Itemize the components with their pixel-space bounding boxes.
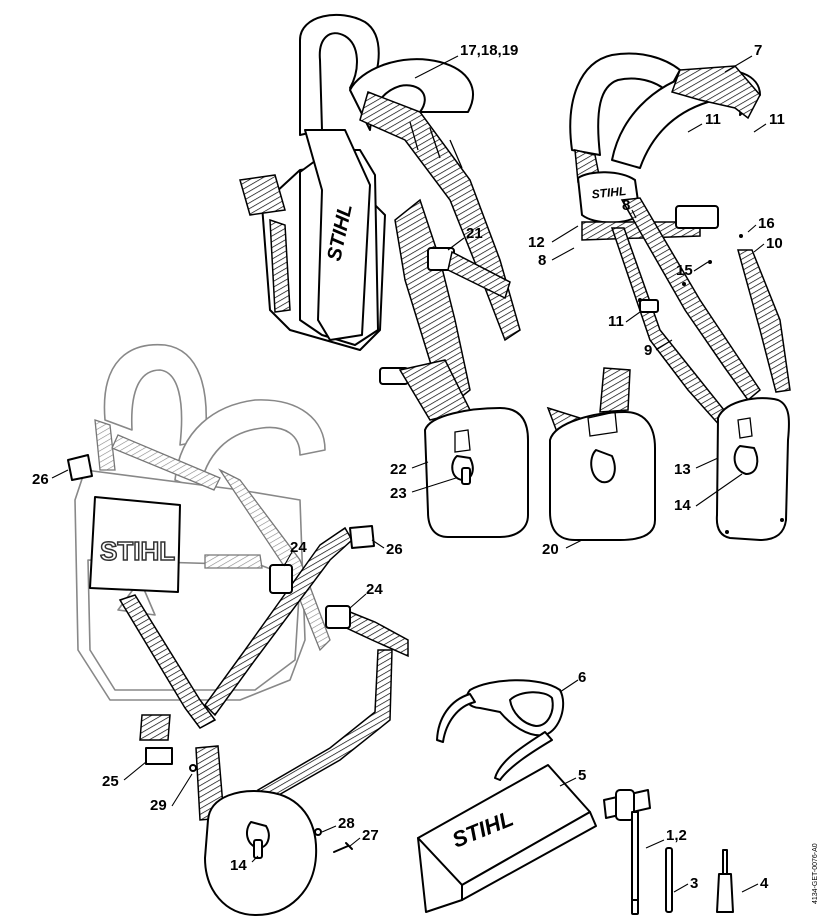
document-id: 4134-GET-0076-A0 [812,842,826,918]
callout-11: 11 [769,111,785,128]
callout-13: 13 [674,461,691,478]
callout-28: 28 [338,815,355,832]
hip-plate-20 [546,367,656,541]
callout-21: 21 [466,225,483,242]
callout-8: 8 [538,252,546,269]
safety-glasses-6 [436,679,565,781]
callout-16: 16 [758,215,775,232]
callout-26: 26 [386,541,403,558]
harness-24: STIHL [67,343,409,916]
callout-5: 5 [578,767,586,784]
callout-labels: 17,18,19 7 11 11 8 16 21 12 10 8 15 11 9… [32,42,785,892]
harness-17-18-19: STIHL [239,13,521,412]
callout-4: 4 [760,875,769,892]
callout-17-18-19: 17,18,19 [460,42,518,59]
callout-26: 26 [32,471,49,488]
stihl-logo: STIHL [591,184,627,202]
combination-wrench-1-2 [603,789,734,915]
callout-15: 15 [676,262,693,279]
callout-9: 9 [644,342,652,359]
stihl-logo: STIHL [100,536,175,566]
callout-22: 22 [390,461,407,478]
callout-11: 11 [608,313,624,330]
tool-pouch-5: STIHL [417,764,597,913]
callout-6: 6 [578,669,586,686]
leader-lines [51,55,767,893]
callout-11: 11 [705,111,721,128]
callout-10: 10 [766,235,783,252]
callout-3: 3 [690,875,698,892]
callout-24: 24 [290,539,307,556]
callout-1-2: 1,2 [666,827,687,844]
callout-24: 24 [366,581,383,598]
callout-20: 20 [542,541,559,558]
callout-7: 7 [754,42,762,59]
callout-29: 29 [150,797,167,814]
callout-27: 27 [362,827,379,844]
document-id-text: 4134-GET-0076-A0 [812,843,819,904]
callout-8: 8 [622,197,630,214]
harness-7: STIHL [569,52,791,541]
callout-12: 12 [528,234,545,251]
callout-23: 23 [390,485,407,502]
callout-14: 14 [674,497,691,514]
hip-plate-22 [398,359,529,538]
callout-14: 14 [230,857,247,874]
callout-25: 25 [102,773,119,790]
